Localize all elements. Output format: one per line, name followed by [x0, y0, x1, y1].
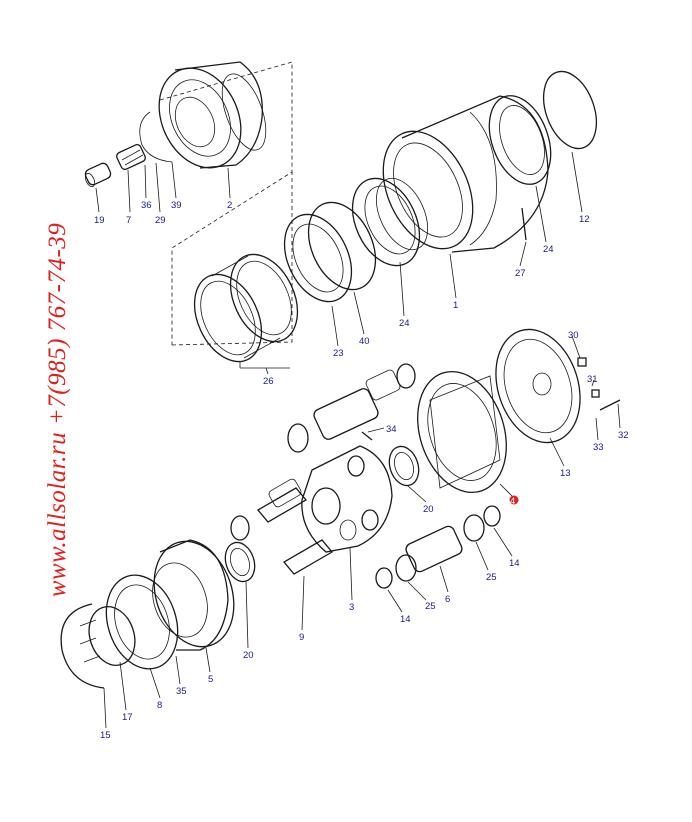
- part-12-o-ring: [542, 70, 598, 150]
- part-2-hub: [158, 61, 267, 169]
- part-40-o-ring: [307, 201, 377, 291]
- part-24-bearing: [351, 177, 429, 267]
- callout-14-upper[interactable]: 14: [509, 558, 520, 569]
- callout-36[interactable]: 36: [141, 200, 152, 211]
- callout-4[interactable]: 4: [510, 496, 515, 507]
- callout-23[interactable]: 23: [333, 348, 344, 359]
- callout-3[interactable]: 3: [349, 602, 354, 613]
- callout-20-lower[interactable]: 20: [243, 650, 254, 661]
- callout-5[interactable]: 5: [208, 674, 213, 685]
- part-9-shaft: [283, 539, 333, 575]
- callout-31[interactable]: 31: [587, 374, 598, 385]
- part-10-input-shaft: [230, 478, 307, 541]
- callout-13[interactable]: 13: [560, 468, 571, 479]
- part-39-snap-ring: [139, 111, 173, 163]
- part-30-plug: [577, 357, 587, 367]
- callout-40[interactable]: 40: [359, 336, 370, 347]
- part-32-bolt: [599, 399, 621, 411]
- part-20-washer-lower: [224, 541, 256, 583]
- part-7-shaft: [116, 144, 146, 170]
- watermark-contact-text: www.allsolar.ru +7(985) 767-74-39: [44, 222, 71, 598]
- leader-lines: [95, 151, 621, 729]
- callout-14-lower[interactable]: 14: [400, 614, 411, 625]
- callout-34[interactable]: 34: [386, 424, 397, 435]
- part-20-washer-upper: [388, 445, 420, 487]
- part-3-carrier: [301, 445, 393, 553]
- callout-24-lower[interactable]: 24: [399, 318, 410, 329]
- callouts: 19 7 36 29 39 2 12 24 27 1 24 40 23 26 3…: [94, 200, 629, 741]
- callout-39[interactable]: 39: [171, 200, 182, 211]
- callout-8[interactable]: 8: [157, 700, 162, 711]
- callout-2[interactable]: 2: [227, 200, 232, 211]
- part-13-cover: [495, 328, 581, 444]
- callout-32[interactable]: 32: [618, 430, 629, 441]
- group-box-bottom: [171, 172, 293, 346]
- part-23-ring: [283, 213, 353, 303]
- part-5-drum: [152, 539, 235, 651]
- callout-19[interactable]: 19: [94, 215, 105, 226]
- part-34-gear-cluster: [287, 363, 416, 453]
- part-17-flange: [79, 606, 136, 666]
- callout-35[interactable]: 35: [176, 686, 187, 697]
- callout-33[interactable]: 33: [593, 442, 604, 453]
- callout-17[interactable]: 17: [122, 712, 133, 723]
- callout-6[interactable]: 6: [445, 594, 450, 605]
- callout-7[interactable]: 7: [126, 215, 131, 226]
- part-8-sprocket: [105, 574, 179, 670]
- callout-20-upper[interactable]: 20: [423, 504, 434, 515]
- callout-12[interactable]: 12: [579, 214, 590, 225]
- callout-24-upper[interactable]: 24: [543, 244, 554, 255]
- part-1-housing: [382, 95, 549, 253]
- part-19-bushing: [84, 162, 112, 187]
- callout-27[interactable]: 27: [515, 268, 526, 279]
- callout-9[interactable]: 9: [299, 632, 304, 643]
- callout-26[interactable]: 26: [263, 376, 274, 387]
- part-26-seal-set: [193, 253, 299, 363]
- part-4-highlight-marker[interactable]: [509, 495, 519, 505]
- callout-29[interactable]: 29: [155, 215, 166, 226]
- part-6-planet-gear: [375, 505, 501, 589]
- callout-25-left[interactable]: 25: [425, 601, 436, 612]
- callout-15[interactable]: 15: [100, 730, 111, 741]
- callout-30[interactable]: 30: [568, 330, 579, 341]
- callout-25-right[interactable]: 25: [486, 572, 497, 583]
- part-27-pin: [521, 207, 527, 241]
- part-4-ring-gear: [417, 370, 507, 494]
- part-15-snap-ring: [60, 603, 105, 689]
- callout-1[interactable]: 1: [453, 300, 458, 311]
- part-24-upper-bearing: [488, 95, 552, 185]
- part-31-plug: [591, 389, 600, 398]
